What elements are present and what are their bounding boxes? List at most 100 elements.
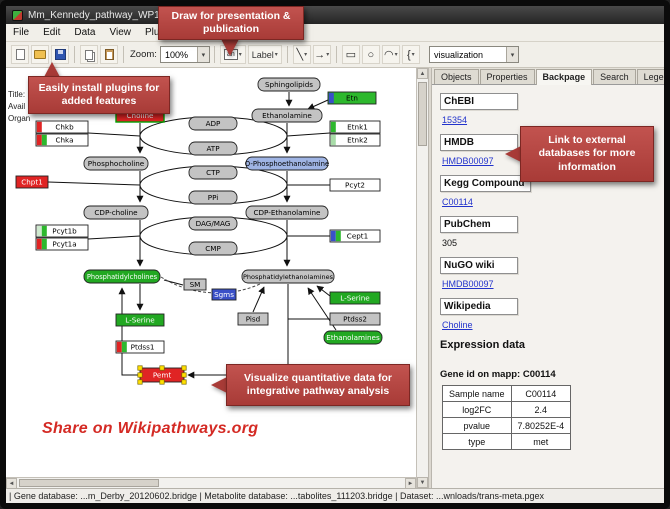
vertical-scroll-thumb[interactable] xyxy=(418,82,427,146)
selection-handle[interactable] xyxy=(159,379,165,385)
menu-item-edit[interactable]: Edit xyxy=(43,27,61,38)
backpage-header-chebi: ChEBI xyxy=(440,93,518,110)
line-tool-button[interactable]: ╲▾ xyxy=(292,45,311,64)
pathway-node-ptdss2[interactable]: Ptdss2 xyxy=(329,312,381,326)
pathway-node-pcyt2[interactable]: Pcyt2 xyxy=(329,178,381,192)
horizontal-scroll-thumb[interactable] xyxy=(19,479,159,487)
copy-button[interactable] xyxy=(80,45,98,64)
selection-handle[interactable] xyxy=(181,372,187,378)
pathway-node-phosphocholine[interactable]: Phosphocholine xyxy=(83,156,149,171)
pathway-node-chka[interactable]: Chka xyxy=(35,133,89,147)
pathway-node-pcyt1b[interactable]: Pcyt1b xyxy=(35,224,89,238)
pathway-node-cept1[interactable]: Cept1 xyxy=(329,229,381,243)
pathway-node-etnk1[interactable]: Etnk1 xyxy=(329,120,381,134)
tab-legend[interactable]: Legend xyxy=(636,69,664,84)
expression-data-title: Expression data xyxy=(440,339,525,351)
pathway-node-chkb[interactable]: Chkb xyxy=(35,120,89,134)
pathway-node-ptdss1[interactable]: Ptdss1 xyxy=(115,340,165,354)
pathway-node-sphingolipids[interactable]: Sphingolipids xyxy=(257,77,321,92)
svg-text:Pcyt2: Pcyt2 xyxy=(345,181,365,190)
callout-draw-presentation: Draw for presentation & publication xyxy=(158,6,304,40)
panel-splitter[interactable] xyxy=(428,68,432,488)
open-button[interactable] xyxy=(31,45,49,64)
pathway-node-ppi[interactable]: PPi xyxy=(188,190,238,205)
vertical-scrollbar[interactable]: ▲ ▼ xyxy=(416,68,428,488)
tab-objects[interactable]: Objects xyxy=(434,69,479,84)
selection-handle[interactable] xyxy=(137,372,143,378)
pathway-organism-label: Organ xyxy=(8,114,31,123)
oval-tool-button[interactable]: ○ xyxy=(361,45,380,64)
chevron-down-icon: ▾ xyxy=(238,52,242,58)
brace-tool-button[interactable]: {▾ xyxy=(401,45,420,64)
pathway-node-ctp[interactable]: CTP xyxy=(188,165,238,180)
label-tool-button[interactable]: Label ▾ xyxy=(247,45,282,64)
chevron-down-icon[interactable]: ▾ xyxy=(506,47,518,62)
tab-backpage[interactable]: Backpage xyxy=(535,69,593,85)
selection-handle[interactable] xyxy=(137,379,143,385)
pathway-node-dag-mag[interactable]: DAG/MAG xyxy=(188,216,238,231)
save-button[interactable] xyxy=(51,45,69,64)
pathway-node-sm[interactable]: SM xyxy=(183,278,207,291)
pathway-node-ethanolamines[interactable]: Ethanolamines xyxy=(323,330,383,345)
hmdb-value-link[interactable]: HMDB00097 xyxy=(442,156,494,166)
menu-item-data[interactable]: Data xyxy=(74,27,96,38)
pathway-node-ethanolamine[interactable]: Ethanolamine xyxy=(251,108,323,123)
pathway-node-sgms[interactable]: Sgms xyxy=(211,288,237,301)
chevron-down-icon: ▾ xyxy=(274,52,278,58)
horizontal-scrollbar[interactable]: ◄ ► xyxy=(6,477,416,489)
pathway-node-atp[interactable]: ATP xyxy=(188,141,238,156)
svg-text:Sphingolipids: Sphingolipids xyxy=(265,80,313,89)
pathway-node-cmp[interactable]: CMP xyxy=(188,241,238,256)
pathway-node-adp[interactable]: ADP xyxy=(188,116,238,131)
selection-handle[interactable] xyxy=(181,365,187,371)
interaction-tool-button[interactable]: →▾ xyxy=(312,45,331,64)
pathway-availability-label: Avail xyxy=(8,102,26,111)
pathway-node-l-serine[interactable]: L-Serine xyxy=(115,313,165,327)
tab-search[interactable]: Search xyxy=(593,69,636,84)
svg-text:Choline: Choline xyxy=(127,111,155,120)
pathway-node-chpt1[interactable]: Chpt1 xyxy=(15,175,49,189)
scroll-down-icon[interactable]: ▼ xyxy=(417,477,428,488)
scroll-up-icon[interactable]: ▲ xyxy=(417,68,428,79)
title-bar[interactable]: Mm_Kennedy_pathway_WP1771_45176.gpml xyxy=(6,6,664,24)
svg-text:CMP: CMP xyxy=(205,244,221,253)
pathway-node-cdp-choline[interactable]: CDP-choline xyxy=(83,205,149,220)
chevron-down-icon[interactable]: ▾ xyxy=(196,47,209,62)
new-button[interactable] xyxy=(11,45,29,64)
pathway-node-pemt[interactable]: Pemt xyxy=(137,365,187,385)
tab-properties[interactable]: Properties xyxy=(479,69,535,84)
pathway-node-etn[interactable]: Etn xyxy=(327,91,377,105)
pathway-node-pcyt1a[interactable]: Pcyt1a xyxy=(35,237,89,251)
pathway-node-cdp-ethanolamine[interactable]: CDP-Ethanolamine xyxy=(245,205,329,220)
selection-handle[interactable] xyxy=(159,365,165,371)
visualization-combobox[interactable]: visualization ▾ xyxy=(429,46,519,63)
svg-text:Chpt1: Chpt1 xyxy=(21,178,43,187)
nugo-wiki-value-link[interactable]: HMDB00097 xyxy=(442,279,494,289)
svg-text:Ethanolamines: Ethanolamines xyxy=(326,333,380,342)
pathway-node-phosphatidylcholines[interactable]: Phosphatidylcholines xyxy=(83,269,161,284)
pathway-node-phosphatidylethanolamines[interactable]: Phosphatidylethanolamines xyxy=(241,269,335,284)
chebi-value-link[interactable]: 15354 xyxy=(442,115,468,125)
selection-handle[interactable] xyxy=(137,365,143,371)
wikipedia-value-link[interactable]: Choline xyxy=(442,320,473,330)
table-cell: 7.80252E-4 xyxy=(510,417,572,434)
menu-item-file[interactable]: File xyxy=(13,27,30,38)
status-bar: | Gene database: ...m_Derby_20120602.bri… xyxy=(6,488,664,503)
rectangle-tool-button[interactable]: ▭ xyxy=(341,45,360,64)
pathway-node-o-phosphoethanolamine[interactable]: O-Phosphoethanolamine xyxy=(245,156,330,171)
pathway-node-pisd[interactable]: Pisd xyxy=(237,312,269,326)
arc-tool-button[interactable]: ◠▾ xyxy=(381,45,400,64)
callout-visualize-data: Visualize quantitative data for integrat… xyxy=(226,364,410,406)
kegg-compound-value-link[interactable]: C00114 xyxy=(442,197,473,207)
paste-button[interactable] xyxy=(100,45,118,64)
selection-handle[interactable] xyxy=(181,379,187,385)
pathway-edges xyxy=(47,92,337,379)
svg-text:L-Serine: L-Serine xyxy=(340,294,370,303)
svg-text:Pemt: Pemt xyxy=(153,371,172,380)
zoom-combobox[interactable]: 100% ▾ xyxy=(159,46,210,63)
menu-item-view[interactable]: View xyxy=(109,27,131,38)
pathway-node-etnk2[interactable]: Etnk2 xyxy=(329,133,381,147)
pathway-node-l-serine[interactable]: L-Serine xyxy=(329,291,381,305)
